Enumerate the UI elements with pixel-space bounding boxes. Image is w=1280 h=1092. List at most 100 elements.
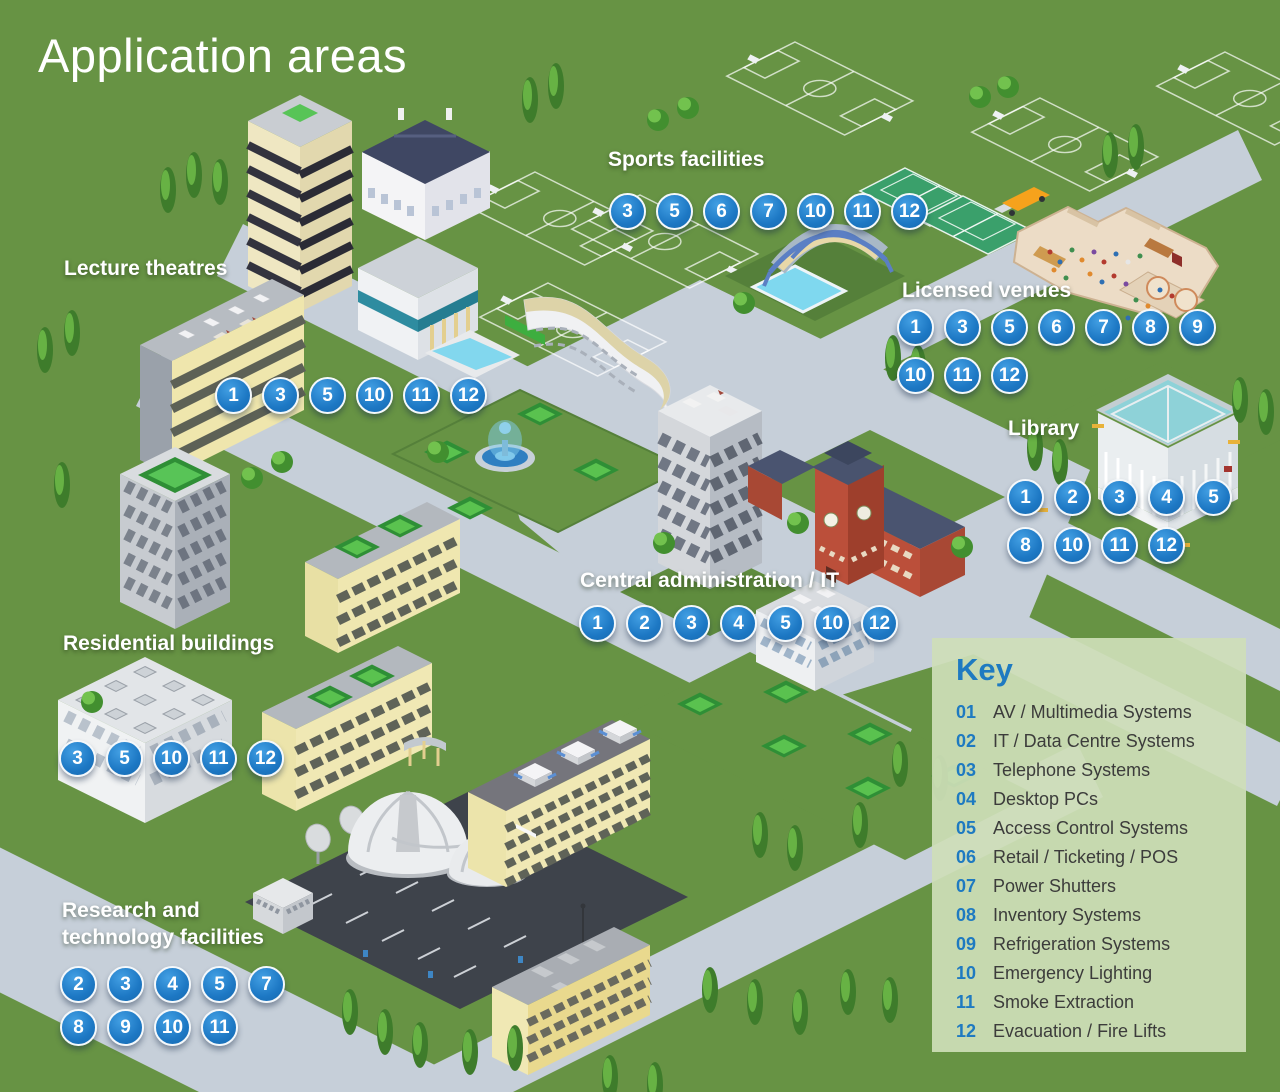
system-badge-3: 3 <box>107 966 144 1003</box>
system-badge-3: 3 <box>59 740 96 777</box>
satellite-dish-icon <box>305 823 331 864</box>
key-item-label: Emergency Lighting <box>993 963 1153 983</box>
key-item-number: 12 <box>956 1021 977 1041</box>
key-item-number: 01 <box>956 702 977 722</box>
system-badge-10: 10 <box>897 357 934 394</box>
key-item-number: 02 <box>956 731 977 751</box>
system-badge-10: 10 <box>814 605 851 642</box>
building-clock-tower <box>748 430 1005 597</box>
system-badge-11: 11 <box>844 193 881 230</box>
system-badge-10: 10 <box>356 377 393 414</box>
system-badge-12: 12 <box>1148 527 1185 564</box>
system-badge-9: 9 <box>107 1009 144 1046</box>
system-badge-11: 11 <box>944 357 981 394</box>
area-label-sports-facilities: Sports facilities <box>608 148 765 171</box>
key-item-number: 04 <box>956 789 977 809</box>
clock-icon <box>856 505 872 521</box>
system-badge-4: 4 <box>154 966 191 1003</box>
system-badge-3: 3 <box>673 605 710 642</box>
system-badge-5: 5 <box>106 740 143 777</box>
system-badge-8: 8 <box>60 1009 97 1046</box>
building-highrise-cream <box>246 95 354 312</box>
system-badge-10: 10 <box>1054 527 1091 564</box>
umbrella-icon <box>1174 288 1198 312</box>
licensed-venues-complex <box>994 187 1220 321</box>
key-item-02: 02 IT / Data Centre Systems <box>956 727 1246 756</box>
key-item-01: 01 AV / Multimedia Systems <box>956 698 1246 727</box>
system-badge-3: 3 <box>1101 479 1138 516</box>
key-item-08: 08 Inventory Systems <box>956 901 1246 930</box>
badge-row-licensed-venues: 10 11 12 <box>897 357 1028 394</box>
key-item-label: Telephone Systems <box>993 760 1151 780</box>
system-badge-5: 5 <box>991 309 1028 346</box>
building-cream-slab <box>305 502 462 653</box>
key-item-label: IT / Data Centre Systems <box>993 731 1195 751</box>
system-badge-5: 5 <box>201 966 238 1003</box>
system-badge-1: 1 <box>1007 479 1044 516</box>
system-badge-5: 5 <box>767 605 804 642</box>
system-badge-4: 4 <box>720 605 757 642</box>
building-office-tower <box>620 385 800 636</box>
key-item-12: 12 Evacuation / Fire Lifts <box>956 1017 1246 1046</box>
key-title: Key <box>956 652 1013 687</box>
system-badge-10: 10 <box>797 193 834 230</box>
building-mansion <box>362 108 490 240</box>
umbrella-icon <box>1146 276 1170 300</box>
key-item-number: 05 <box>956 818 977 838</box>
system-badge-11: 11 <box>403 377 440 414</box>
badge-row-library: 8 10 11 12 <box>1007 527 1185 564</box>
system-badge-8: 8 <box>1007 527 1044 564</box>
system-badge-12: 12 <box>247 740 284 777</box>
area-label-residential-buildings: Residential buildings <box>63 632 275 655</box>
system-badge-1: 1 <box>215 377 252 414</box>
key-list: 01 AV / Multimedia Systems 02 IT / Data Cen… <box>956 698 1246 1046</box>
system-badge-2: 2 <box>626 605 663 642</box>
key-item-label: Inventory Systems <box>993 905 1142 925</box>
rooftop-hvac <box>513 720 642 787</box>
area-label-central-administration-it: Central administration / IT <box>580 569 840 592</box>
key-item-number: 08 <box>956 905 977 925</box>
hedge-garden <box>620 652 1035 860</box>
system-badge-4: 4 <box>1148 479 1185 516</box>
building-modern-pool <box>358 238 545 378</box>
key-item-number: 06 <box>956 847 977 867</box>
key-item-label: Evacuation / Fire Lifts <box>993 1021 1167 1041</box>
support-building <box>253 878 313 934</box>
system-badge-11: 11 <box>200 740 237 777</box>
page-title: Application areas <box>38 29 408 82</box>
system-badge-7: 7 <box>248 966 285 1003</box>
key-item-number: 11 <box>956 992 976 1012</box>
system-badge-3: 3 <box>944 309 981 346</box>
key-item-label: Desktop PCs <box>993 789 1099 809</box>
system-badge-12: 12 <box>991 357 1028 394</box>
key-item-number: 10 <box>956 963 977 983</box>
building-lab-long <box>468 720 652 887</box>
building-curved-block <box>523 296 671 436</box>
key-item-label: AV / Multimedia Systems <box>993 702 1192 722</box>
system-badge-7: 7 <box>750 193 787 230</box>
system-badge-5: 5 <box>1195 479 1232 516</box>
area-label-licensed-venues: Licensed venues <box>902 279 1072 302</box>
key-item-label: Power Shutters <box>993 876 1117 896</box>
fountain <box>475 420 535 472</box>
system-badge-12: 12 <box>861 605 898 642</box>
system-badge-1: 1 <box>579 605 616 642</box>
fountain-park <box>390 388 688 534</box>
aquatic-centre <box>725 224 905 321</box>
building-gray-tower-left <box>120 447 230 629</box>
system-badge-10: 10 <box>153 740 190 777</box>
system-badge-11: 11 <box>1101 527 1138 564</box>
